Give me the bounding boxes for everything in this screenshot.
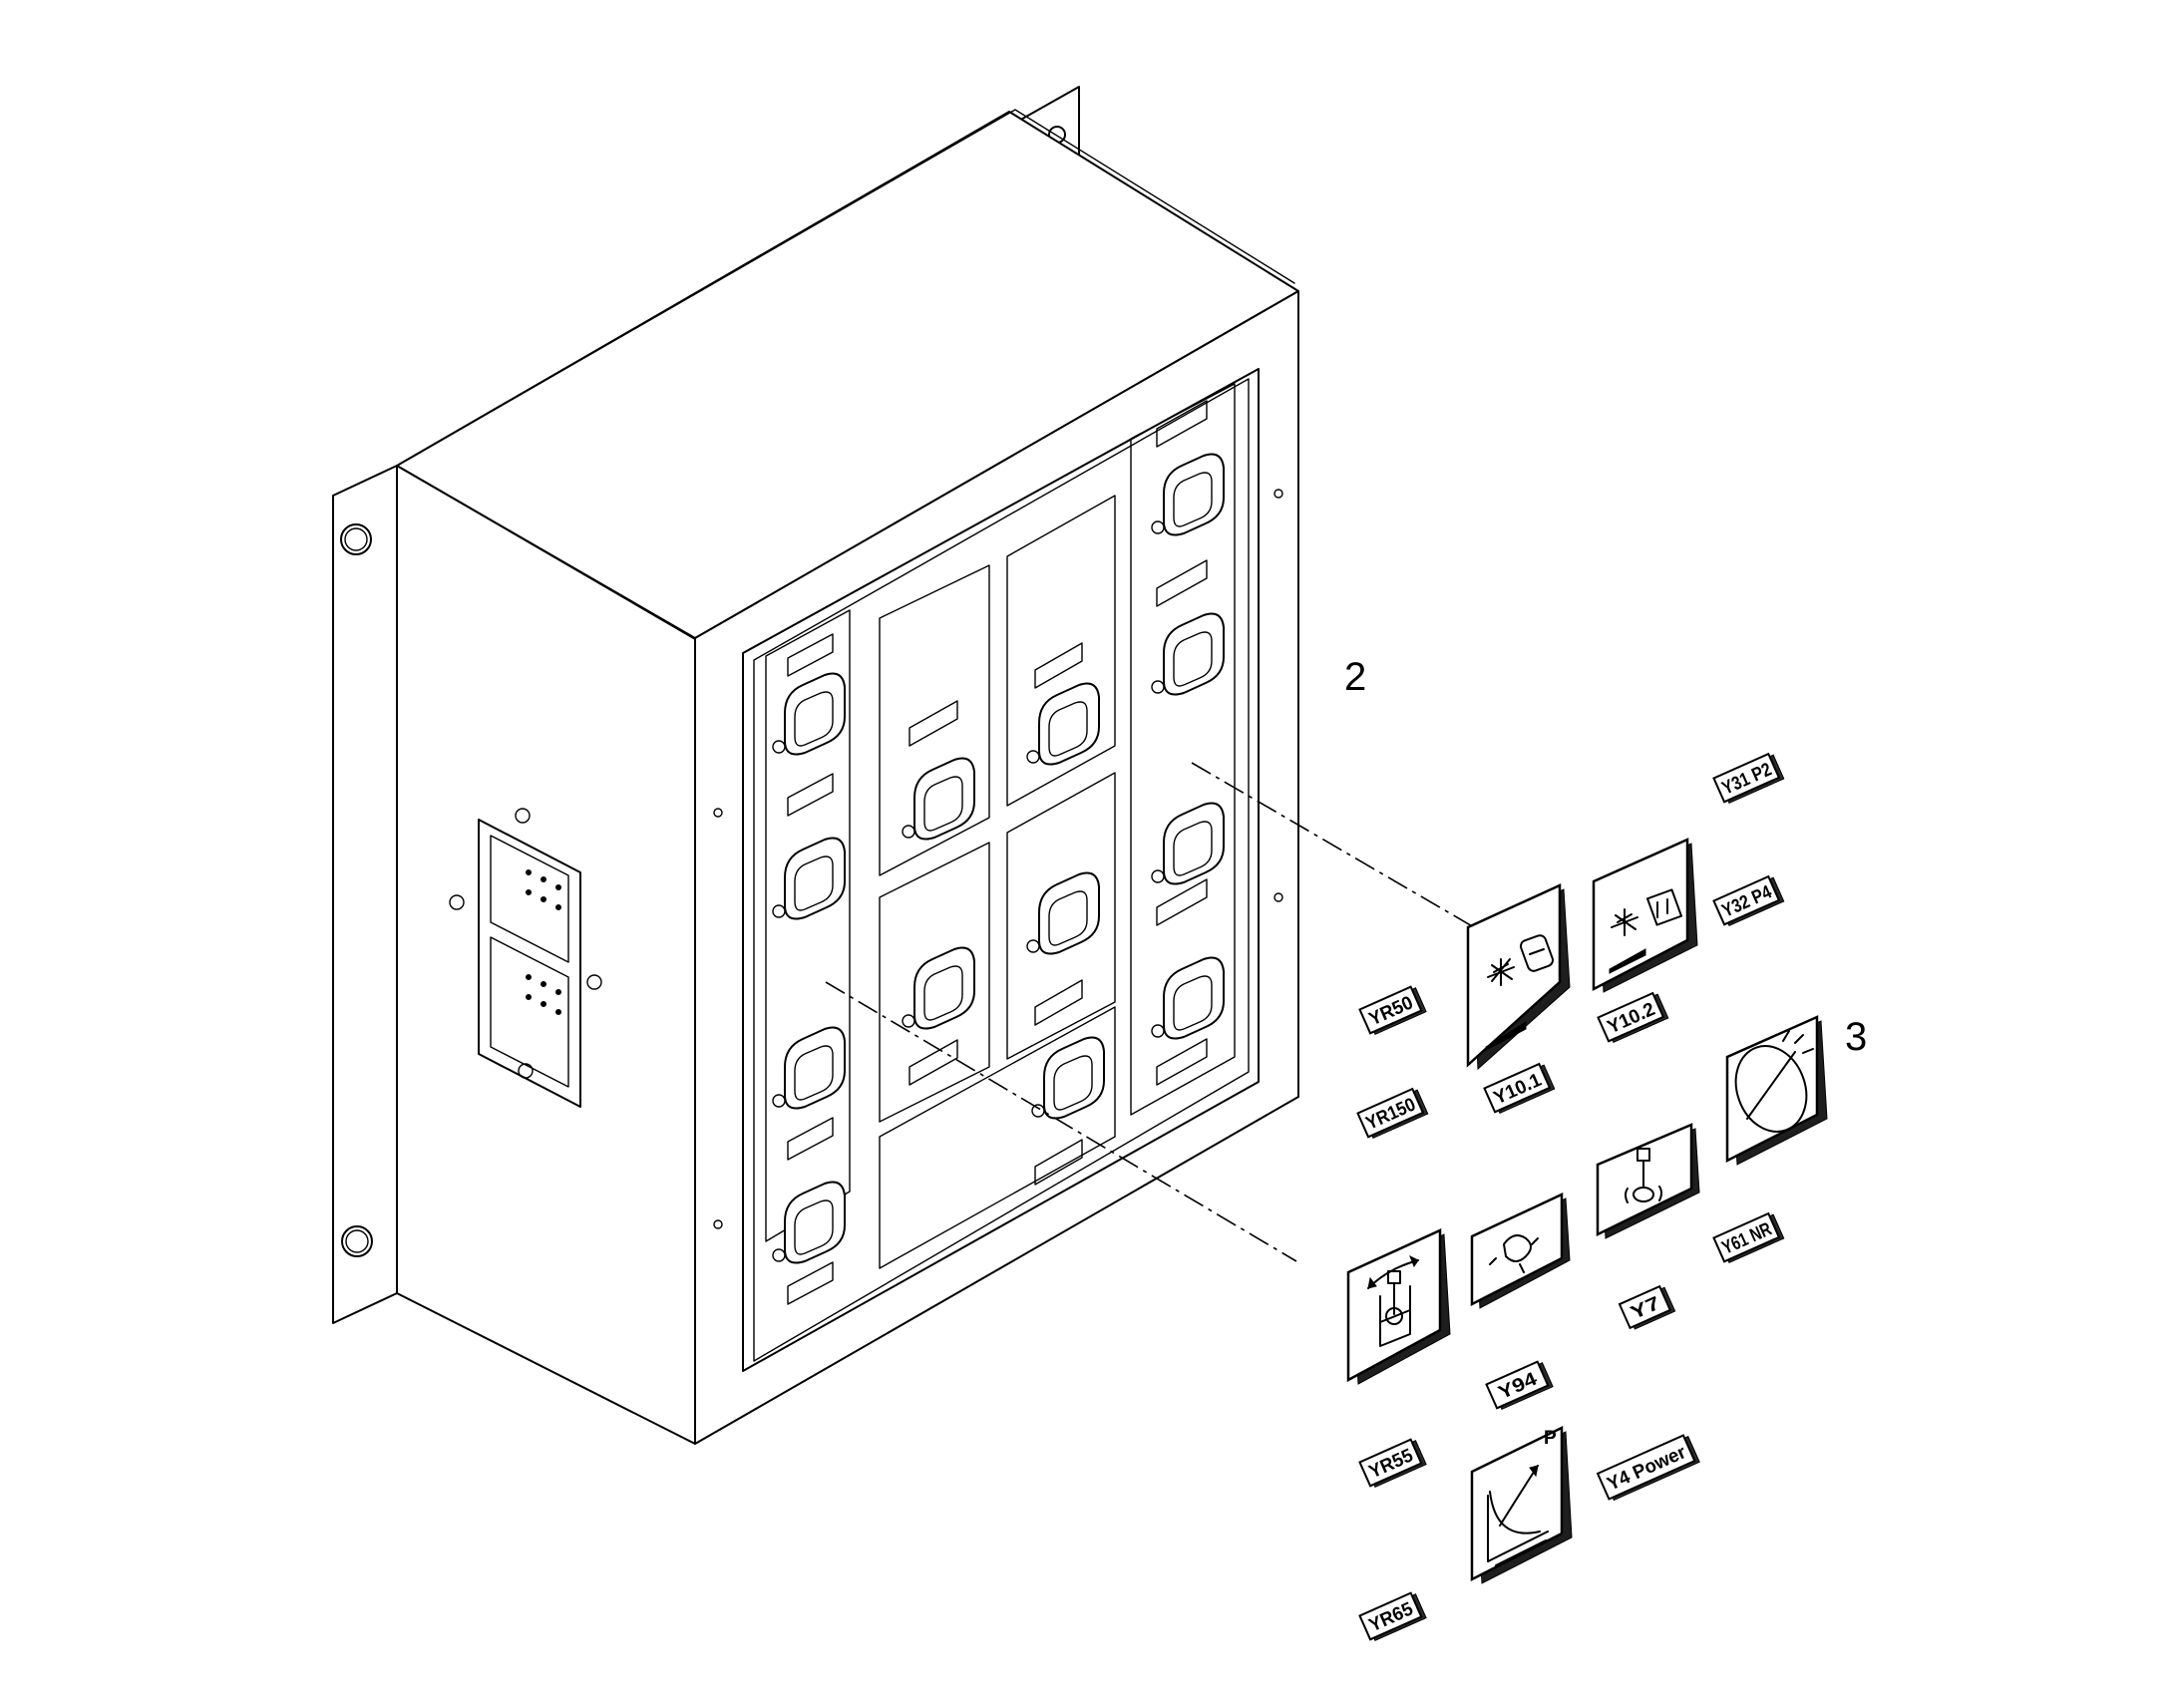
connector (1031, 1036, 1105, 1120)
module-center-1 (879, 564, 990, 876)
flange-hole-upper-inner (344, 527, 368, 551)
hitch-control-icon (1346, 1228, 1451, 1385)
connector (1151, 612, 1225, 696)
lid-rim-edge (405, 109, 1295, 462)
side-connector-pins (526, 869, 561, 1015)
module-right-column (1130, 383, 1236, 1116)
label-tag-y61nr: Y61 NR (1712, 1211, 1785, 1264)
label-tag-yr55: YR55 (1358, 1438, 1427, 1489)
svg-text:P: P (1544, 1428, 1557, 1449)
label-tag-yr65: YR65 (1358, 1591, 1427, 1642)
label-tag-y10-1: Y10.1 (1483, 1062, 1556, 1115)
connector (902, 757, 975, 841)
pressure-curve-icon: P (1470, 1425, 1573, 1584)
side-connector-plate (449, 808, 602, 1108)
callout-2: 2 (1344, 655, 1366, 699)
screw (1273, 892, 1283, 902)
label-tag-yr50: YR50 (1358, 985, 1427, 1036)
module-center-4 (1006, 772, 1116, 1060)
lid-rim-edge-front (401, 468, 699, 642)
flange-hole-upper (340, 523, 372, 555)
lamp-switch-box-icon (1592, 838, 1698, 993)
rotary-coupling-icon (1470, 1193, 1571, 1309)
connector (772, 672, 846, 756)
side-plate-screw (449, 894, 465, 910)
left-mounting-flange (332, 465, 398, 1324)
panel-connectors (772, 453, 1225, 1264)
control-box (332, 86, 1299, 1445)
leader-line-to-item-3 (825, 981, 1297, 1262)
piston-cylinder-icon (1596, 1123, 1700, 1239)
side-plate-screw (586, 974, 602, 990)
connector (1151, 453, 1225, 536)
connector (1151, 956, 1225, 1040)
module-left-column (765, 609, 851, 1242)
leader-line-to-item-2 (1191, 762, 1475, 928)
label-tag-yr150: YR150 (1356, 1087, 1429, 1140)
connector (772, 1181, 846, 1264)
connector (772, 1026, 846, 1110)
module-center-2 (1006, 495, 1116, 807)
module-center-bottom (879, 1006, 1116, 1269)
screw (713, 1219, 723, 1229)
connector (1026, 871, 1100, 955)
flange-hole-lower-inner (345, 1229, 369, 1253)
label-tag-y94: Y94 (1485, 1360, 1554, 1411)
side-plate-screw (515, 808, 531, 824)
label-tag-y32p4: Y32 P4 (1712, 874, 1785, 927)
label-tag-y10-2: Y10.2 (1597, 991, 1669, 1044)
lamp-switch-icon (1466, 883, 1571, 1071)
label-tag-y31p2: Y31 P2 (1712, 752, 1785, 805)
label-tag-y7: Y7 (1618, 1284, 1676, 1330)
panel-label-windows (787, 400, 1208, 1305)
connector (902, 946, 975, 1030)
connector (772, 837, 846, 920)
connector (1026, 682, 1100, 766)
front-connector-panel (742, 368, 1260, 1372)
connector (1151, 802, 1225, 885)
callout-3: 3 (1845, 1015, 1867, 1059)
side-plate-screw (518, 1063, 534, 1079)
screw (713, 808, 723, 818)
screw (1273, 489, 1283, 499)
flange-hole-lower (341, 1225, 373, 1257)
module-center-3 (879, 842, 990, 1123)
label-tag-y4-power: Y4 Power (1596, 1434, 1700, 1502)
gauge-dial-icon (1725, 1015, 1828, 1166)
